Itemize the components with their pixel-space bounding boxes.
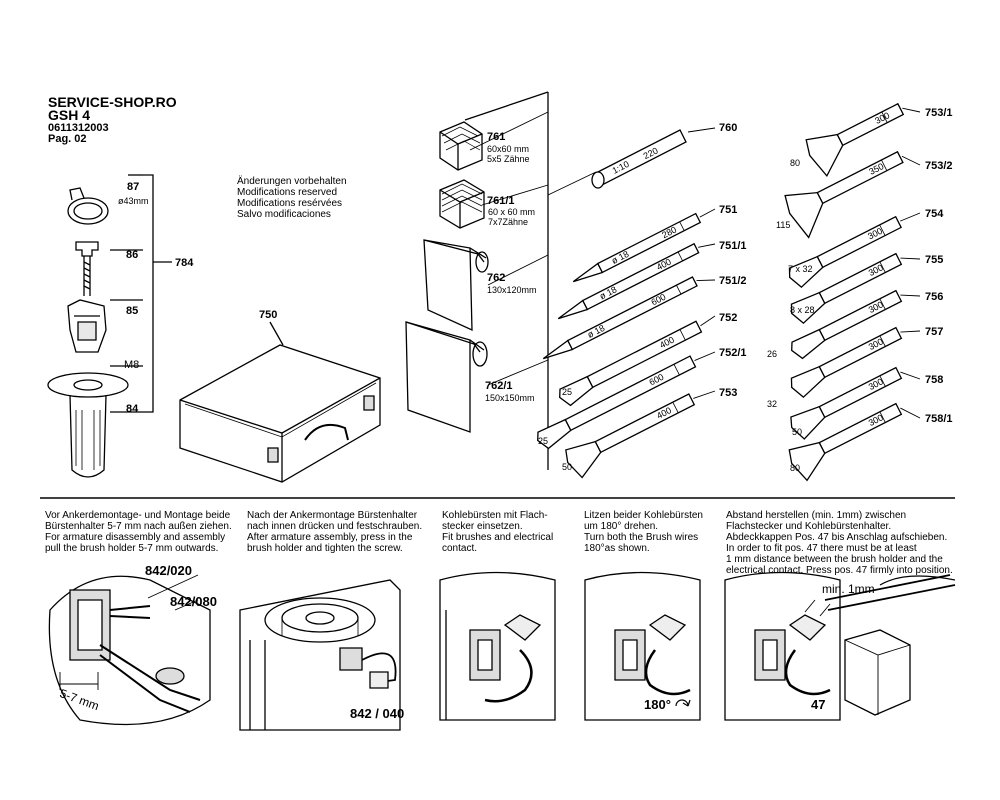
side-handle-icon <box>48 373 128 477</box>
clamp-ring-icon <box>68 188 108 224</box>
part-label-753-1: 753/1 <box>925 107 953 119</box>
part-label-751: 751 <box>719 204 738 216</box>
part-label-751-1: 751/1 <box>719 240 747 252</box>
part-label-753-2: 753/2 <box>925 160 953 172</box>
part-label-85: 85 <box>126 305 139 317</box>
part-label-756: 756 <box>925 291 944 303</box>
part-label-752: 752 <box>719 312 738 324</box>
part-label-751-2: 751/2 <box>719 275 747 287</box>
callout-part-47: 47 <box>811 697 826 712</box>
part-label-761-1: 761/1 <box>487 195 515 207</box>
part-label-758-1: 758/1 <box>925 413 953 425</box>
spade-chisel-753-1-width: 80 <box>790 158 800 168</box>
part-spec-87: ø43mm <box>118 196 149 206</box>
part-number: 0611312003 <box>48 122 109 134</box>
callout-min-distance: min. 1mm <box>822 582 875 596</box>
brush-holder-pull-illustration <box>49 575 210 725</box>
spade-chisel-758-1-width: 80 <box>790 463 800 473</box>
bush-hammer-pad-761-icon <box>440 122 482 170</box>
part-label-84: 84 <box>126 403 139 415</box>
part-label-761: 761 <box>487 131 506 143</box>
part-label-752-1: 752/1 <box>719 347 747 359</box>
shop-name: SERVICE-SHOP.RO <box>48 94 177 110</box>
spade-chisel-753-2-width: 115 <box>776 220 790 230</box>
instruction-step-3: Kohlebürsten mit Flach-stecker einsetzen… <box>442 510 554 554</box>
part-label-758: 758 <box>925 374 944 386</box>
bush-hammer-pad-761-1-icon <box>440 180 484 228</box>
page-number: Pag. 02 <box>48 133 87 145</box>
brush-fit-illustration <box>440 573 555 721</box>
part-label-762-1: 762/1 <box>485 380 513 392</box>
callout-180-degrees: 180° <box>644 697 671 712</box>
flat-chisel-752-width: 25 <box>562 387 572 397</box>
bolt-icon <box>76 242 98 296</box>
rotate-arrow-icon <box>676 700 690 706</box>
part-label-86: 86 <box>126 249 139 261</box>
part-label-784: 784 <box>175 257 194 269</box>
callout-842-040: 842 / 040 <box>350 706 405 721</box>
handle-collar-icon <box>68 300 106 352</box>
part-spec-762: 130x120mm <box>487 285 537 295</box>
thread-label-m8: M8 <box>124 359 140 371</box>
spade-chisel-758-width: 50 <box>792 427 802 437</box>
part-label-757: 757 <box>925 326 944 338</box>
tamping-plate-762-icon <box>424 240 488 330</box>
part-label-762: 762 <box>487 272 506 284</box>
part-label-87: 87 <box>127 181 140 193</box>
brush-wire-turn-illustration <box>585 573 700 721</box>
callout-842-080: 842/080 <box>170 594 217 609</box>
channel-chisel-757-width: 32 <box>767 399 777 409</box>
part-label-754: 754 <box>925 208 944 220</box>
part-label-755: 755 <box>925 254 944 266</box>
carrying-case-icon <box>180 322 380 482</box>
brush-holder-press-illustration <box>240 580 400 730</box>
flat-chisel-752-1-width: 25 <box>538 436 548 446</box>
handle-assembly-bracket <box>110 175 172 412</box>
spade-chisel-753-width: 50 <box>562 462 572 472</box>
cover-cap-fit-illustration <box>725 573 955 721</box>
toothed-chisel-755-width: 8 x 28 <box>790 305 815 315</box>
part-spec-762-1: 150x150mm <box>485 393 535 403</box>
model-name: GSH 4 <box>48 107 91 123</box>
tamping-plate-762-1-icon <box>406 322 487 432</box>
channel-chisel-756-width: 26 <box>767 349 777 359</box>
part-label-750: 750 <box>259 309 278 321</box>
toothed-chisel-754-width: 7 x 32 <box>788 264 813 274</box>
pad-leader-lines <box>470 112 596 385</box>
part-label-760: 760 <box>719 122 738 134</box>
part-label-753: 753 <box>719 387 738 399</box>
callout-842-020: 842/020 <box>145 563 192 578</box>
